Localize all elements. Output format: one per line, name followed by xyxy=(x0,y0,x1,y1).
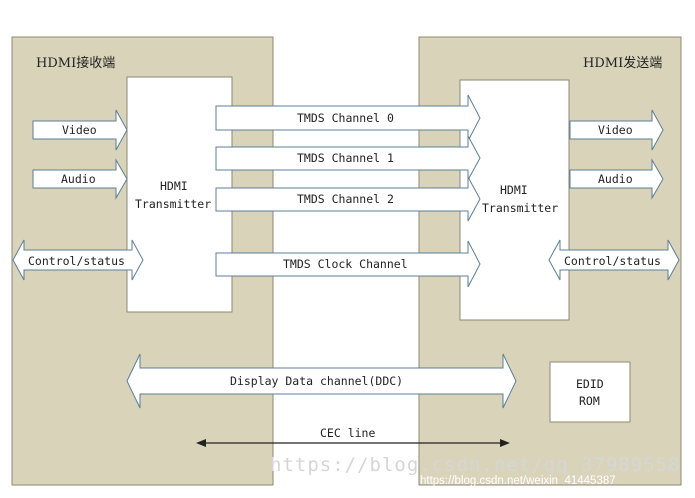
tmds-channel-2-label: TMDS Channel 2 xyxy=(297,192,394,206)
left-video-label: Video xyxy=(62,123,97,137)
left-control-label: Control/status xyxy=(28,254,125,268)
left-audio-label: Audio xyxy=(61,172,96,186)
left-transmitter-box xyxy=(126,76,233,313)
right-control-arrow xyxy=(548,239,680,281)
ddc-arrow xyxy=(126,353,517,409)
tmds-channel-1-label: TMDS Channel 1 xyxy=(297,151,394,165)
tmds-clock-channel-label: TMDS Clock Channel xyxy=(283,257,408,271)
right-transmitter-line2: Transmitter xyxy=(482,201,558,215)
left-control-arrow xyxy=(12,239,144,281)
watermark-overlay: https://blog.csdn.net/weixin_41445387 xyxy=(420,475,616,487)
right-transmitter-line1: HDMI xyxy=(500,183,528,197)
edid-line2: ROM xyxy=(579,394,600,408)
cec-left-arrowhead xyxy=(196,439,206,447)
edid-rom-box xyxy=(549,361,631,423)
edid-line1: EDID xyxy=(576,377,604,391)
left-panel-title: HDMI接收端 xyxy=(36,55,115,71)
right-audio-arrow xyxy=(569,158,664,200)
right-panel-title: HDMI发送端 xyxy=(583,55,662,71)
tmds-channel-1-arrow xyxy=(215,135,481,181)
cec-label: CEC line xyxy=(320,426,375,440)
tmds-clock-channel-arrow xyxy=(215,240,481,288)
tmds-channel-0-arrow xyxy=(215,94,481,142)
left-audio-arrow xyxy=(32,158,128,200)
left-video-arrow xyxy=(32,109,128,151)
tmds-channel-0-label: TMDS Channel 0 xyxy=(297,111,394,125)
right-control-label: Control/status xyxy=(564,254,661,268)
cec-right-arrowhead xyxy=(500,439,510,447)
left-transmitter-line1: HDMI xyxy=(160,179,188,193)
left-transmitter-line2: Transmitter xyxy=(135,197,211,211)
right-video-arrow xyxy=(569,109,664,151)
ddc-label: Display Data channel(DDC) xyxy=(230,374,403,388)
right-audio-label: Audio xyxy=(598,172,633,186)
watermark-text: https://blog.csdn.net/qq_37989558 xyxy=(270,454,681,476)
tmds-channel-2-arrow xyxy=(215,176,481,222)
right-video-label: Video xyxy=(598,123,633,137)
